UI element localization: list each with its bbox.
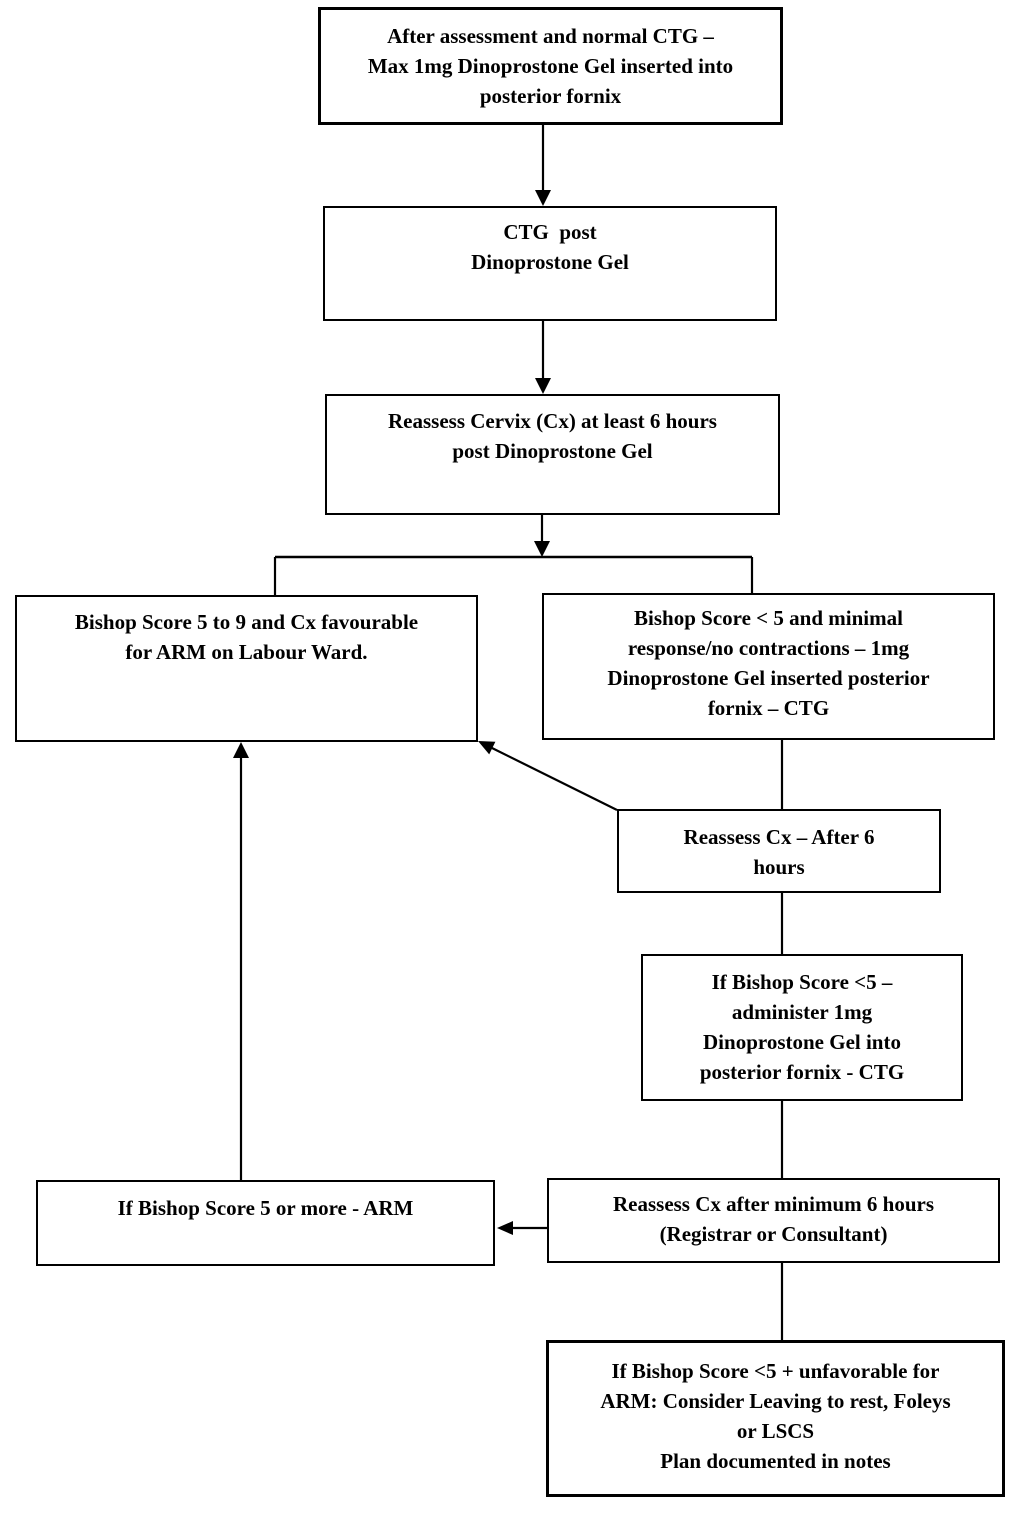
node-final-plan: If Bishop Score <5 + unfavorable for ARM… [546,1340,1005,1497]
node-administer-third-gel: If Bishop Score <5 – administer 1mg Dino… [641,954,963,1101]
node-reassess-cervix: Reassess Cervix (Cx) at least 6 hours po… [325,394,780,515]
arrowhead-up-icon [233,742,249,758]
node-bishop-5-or-more-arm-label: If Bishop Score 5 or more - ARM [117,1196,414,1220]
connector-reassess6-to-favourable [491,747,618,811]
node-administer-third-gel-label: If Bishop Score <5 – administer 1mg Dino… [699,970,905,1084]
node-ctg-post-gel-label: CTG post Dinoprostone Gel [471,220,629,274]
node-reassess-after-6-label: Reassess Cx – After 6 hours [683,825,875,879]
arrowhead-down-icon [535,190,551,206]
arrowhead-upleft-icon [478,741,496,755]
arrowhead-down-icon [534,541,550,557]
node-favourable-arm: Bishop Score 5 to 9 and Cx favourable fo… [15,595,478,742]
node-ctg-post-gel: CTG post Dinoprostone Gel [323,206,777,321]
node-unfavourable-repeat-gel-label: Bishop Score < 5 and minimal response/no… [607,606,930,720]
node-reassess-minimum-6-label: Reassess Cx after minimum 6 hours (Regis… [612,1192,935,1246]
node-start-label: After assessment and normal CTG – Max 1m… [367,24,734,108]
node-start: After assessment and normal CTG – Max 1m… [318,7,783,125]
node-reassess-minimum-6: Reassess Cx after minimum 6 hours (Regis… [547,1178,1000,1263]
node-favourable-arm-label: Bishop Score 5 to 9 and Cx favourable fo… [74,610,419,664]
node-unfavourable-repeat-gel: Bishop Score < 5 and minimal response/no… [542,593,995,740]
arrowhead-down-icon [535,378,551,394]
node-bishop-5-or-more-arm: If Bishop Score 5 or more - ARM [36,1180,495,1266]
node-reassess-after-6: Reassess Cx – After 6 hours [617,809,941,893]
node-reassess-cervix-label: Reassess Cervix (Cx) at least 6 hours po… [388,409,717,463]
arrowhead-left-icon [497,1221,513,1235]
node-final-plan-label: If Bishop Score <5 + unfavorable for ARM… [600,1359,951,1473]
